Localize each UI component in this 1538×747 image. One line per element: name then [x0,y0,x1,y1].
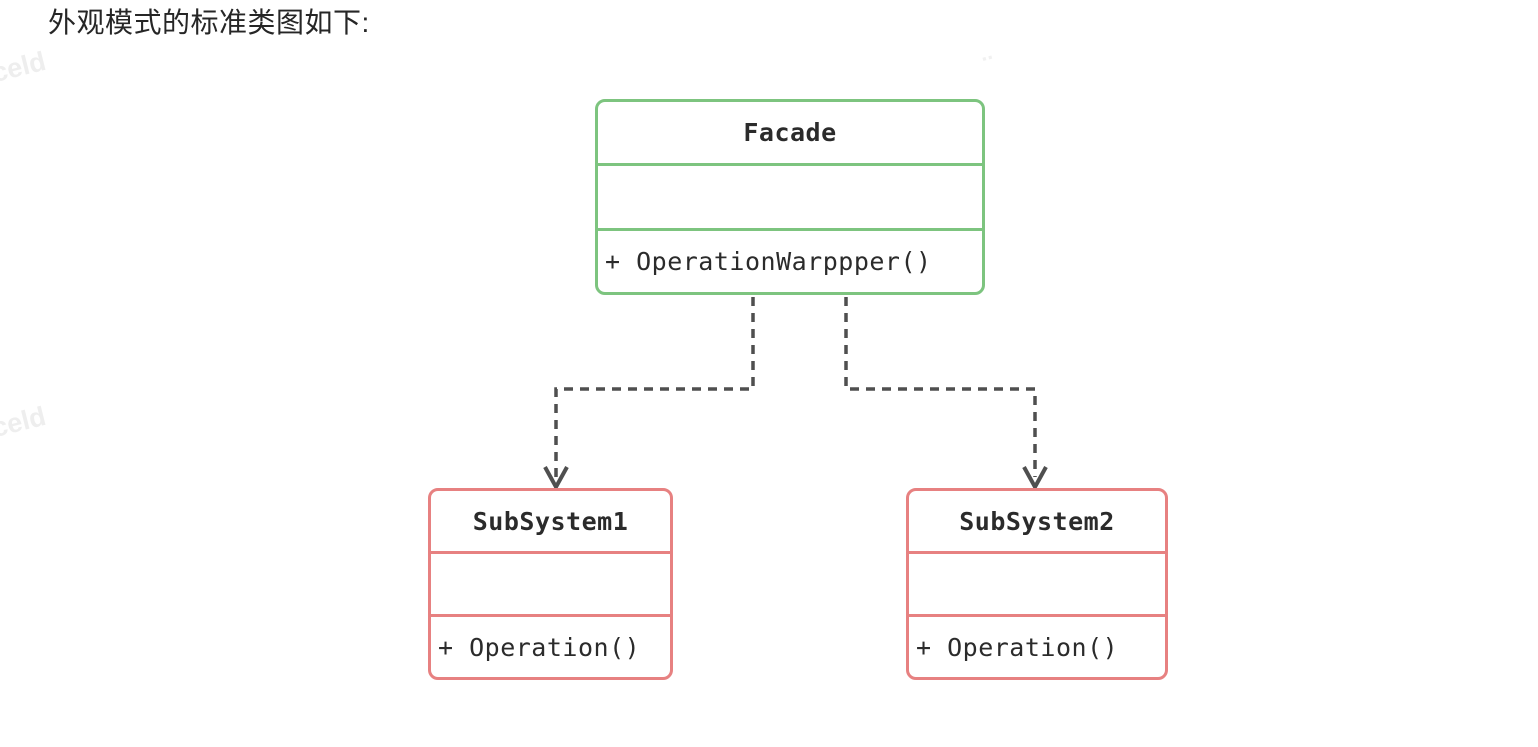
arrowhead-subsystem1 [543,466,569,492]
watermark-fragment: celd [0,45,49,89]
class-method: + Operation() [909,614,1165,677]
uml-class-subsystem1: SubSystem1 + Operation() [428,488,673,680]
uml-class-subsystem2: SubSystem2 + Operation() [906,488,1168,680]
class-method: + Operation() [431,614,670,677]
uml-class-facade: Facade + OperationWarppper() [595,99,985,295]
class-name: Facade [743,118,837,148]
class-name: SubSystem2 [959,506,1115,536]
class-name: SubSystem1 [472,506,629,536]
watermark-fragment: .. [977,38,995,67]
dashed-connector-facade-to-subsystem1 [554,297,755,477]
arrowhead-subsystem2 [1022,466,1048,492]
class-method: + OperationWarppper() [598,227,982,292]
dashed-connector-facade-to-subsystem2 [844,297,1037,477]
class-attributes-empty [431,551,670,614]
page-title: 外观模式的标准类图如下: [48,7,370,38]
class-attributes-empty [598,163,982,227]
class-attributes-empty [909,551,1165,614]
watermark-fragment: celd [0,400,49,444]
